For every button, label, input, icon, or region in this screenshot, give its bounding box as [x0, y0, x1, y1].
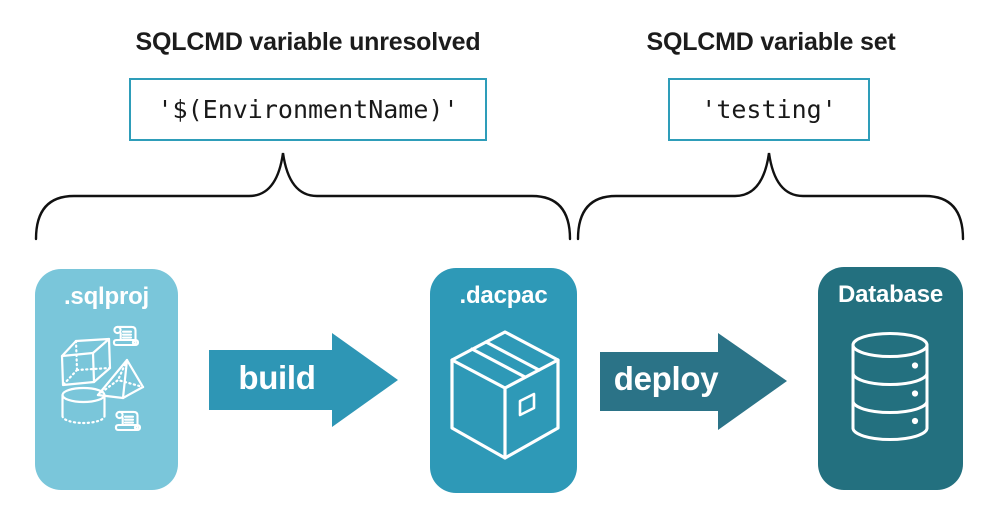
cube-icon: [60, 337, 112, 387]
deploy-arrow-label: deploy: [613, 360, 719, 397]
sql-objects-icon: [60, 325, 145, 432]
build-arrow-label: build: [238, 359, 316, 396]
brace-build-scope: [34, 152, 572, 241]
script-scroll-icon: [114, 410, 142, 432]
node-sqlproj: .sqlproj: [35, 269, 178, 490]
cylinder-icon: [61, 386, 106, 425]
node-dacpac-label: .dacpac: [459, 282, 548, 309]
node-database: Database: [818, 267, 963, 490]
heading-sqlcmd-unresolved: SQLCMD variable unresolved: [135, 28, 481, 56]
pyramid-icon: [96, 358, 145, 400]
node-database-label: Database: [837, 281, 944, 308]
script-scroll-icon: [112, 325, 140, 347]
node-sqlproj-label: .sqlproj: [63, 283, 150, 310]
node-dacpac: .dacpac: [430, 268, 577, 493]
database-cylinder-icon: [851, 332, 929, 441]
code-box-set: 'testing': [668, 78, 870, 141]
package-box-icon: [450, 330, 560, 460]
code-box-unresolved: '$(EnvironmentName)': [129, 78, 487, 141]
code-text-unresolved: '$(EnvironmentName)': [157, 95, 459, 124]
brace-deploy-scope: [576, 152, 965, 241]
heading-sqlcmd-set: SQLCMD variable set: [646, 28, 896, 56]
code-text-set: 'testing': [701, 95, 837, 124]
